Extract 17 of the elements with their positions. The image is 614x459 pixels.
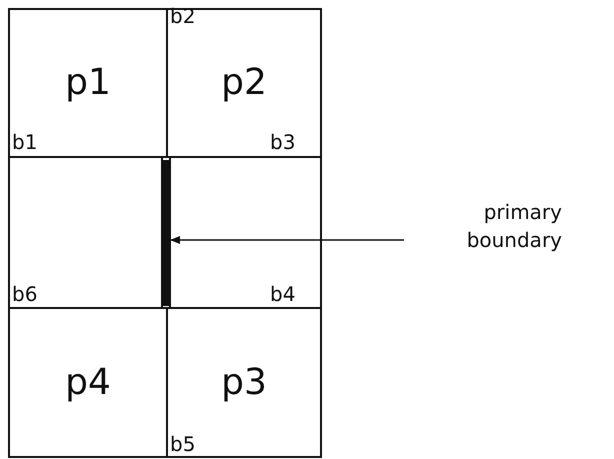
leader-line — [170, 236, 404, 244]
partition-label: p2 — [221, 65, 267, 101]
partition-cell — [166, 307, 322, 458]
empty-cell — [169, 156, 322, 309]
partition-cell — [8, 307, 168, 458]
boundary-label: b1 — [12, 132, 38, 152]
boundary-label: b3 — [270, 132, 296, 152]
partition-cell — [166, 8, 322, 158]
boundary-label: b4 — [270, 284, 296, 304]
partition-label: p4 — [65, 364, 111, 400]
partition-label: p1 — [65, 65, 111, 101]
partition-label: p3 — [221, 364, 267, 400]
boundary-bar — [163, 160, 169, 306]
partition-cell — [8, 8, 168, 158]
callout-text: primary boundary — [412, 198, 562, 258]
boundary-label: b6 — [12, 284, 38, 304]
boundary-label: b5 — [170, 434, 196, 454]
